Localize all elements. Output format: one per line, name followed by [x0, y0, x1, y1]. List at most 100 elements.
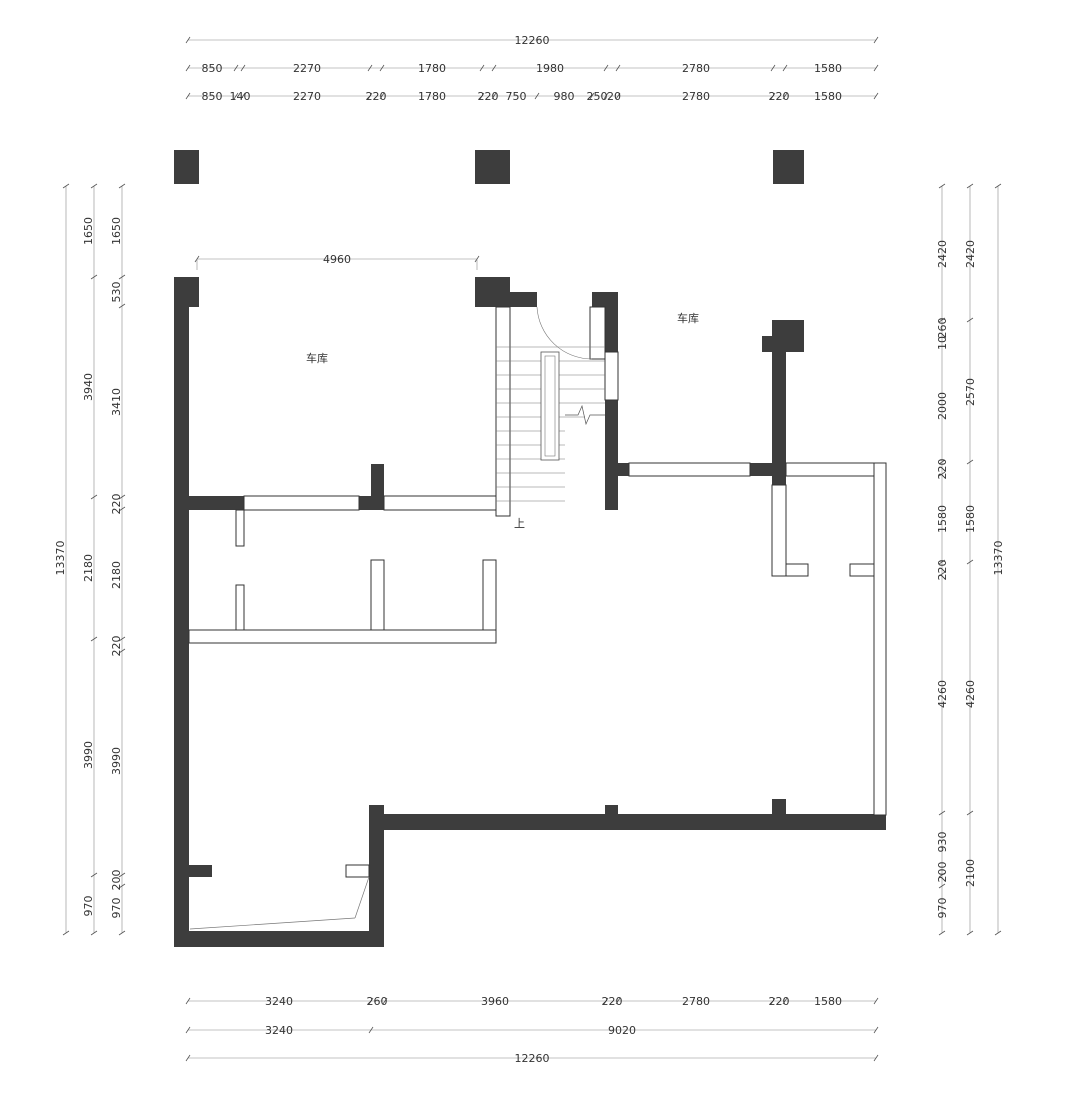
wall-small-stub	[189, 865, 212, 877]
dim-left-outer: 3990	[82, 741, 95, 769]
dim-left-outer: 2180	[82, 554, 95, 582]
partition-post	[370, 559, 385, 631]
wall-bottom-left	[174, 931, 384, 947]
bottom-dimensions: 3240 260 3960 220 2780 220 1580 3240 902…	[185, 995, 879, 1065]
dim-top-row3: 1580	[814, 90, 842, 103]
staircase: 上	[496, 306, 605, 530]
garage-width-dimension: 4960	[194, 253, 480, 270]
wall-stub	[772, 799, 786, 815]
dim-left-outer: 970	[82, 896, 95, 917]
dim-right-outer: 4260	[964, 680, 977, 708]
dim-top-row3: 20	[607, 90, 621, 103]
wall-right-pillar	[762, 336, 774, 352]
wall-left-top-stub	[174, 277, 199, 307]
dim-top-row3: 250	[587, 90, 608, 103]
dim-garage-width: 4960	[323, 253, 351, 266]
dim-top-row3: 2780	[682, 90, 710, 103]
inner-partition	[771, 484, 787, 577]
dim-left-inner: 2180	[110, 561, 123, 589]
dim-top-row3: 220	[366, 90, 387, 103]
bottom-left-stub	[345, 864, 370, 878]
dim-top-row3: 220	[478, 90, 499, 103]
dim-bottom-row1: 260	[367, 995, 388, 1008]
dim-bottom-row1: 3240	[265, 995, 293, 1008]
wall-garage-corner	[475, 277, 510, 307]
dim-right-inner: 220	[936, 560, 949, 581]
dim-bottom-row1: 2780	[682, 995, 710, 1008]
dim-left-inner: 3990	[110, 747, 123, 775]
dim-bottom-row1: 220	[602, 995, 623, 1008]
dim-left-inner: 220	[110, 636, 123, 657]
dim-left-inner: 220	[110, 494, 123, 515]
dim-right-outer: 2420	[964, 240, 977, 268]
inner-partition	[785, 563, 809, 577]
column	[475, 150, 510, 184]
dim-left-total: 13370	[54, 541, 67, 576]
dim-right-outer: 1580	[964, 505, 977, 533]
walls	[174, 277, 886, 947]
wall-partition	[371, 464, 384, 510]
column	[174, 150, 199, 184]
wall-bottom-main	[369, 814, 886, 830]
column	[773, 150, 804, 184]
top-right-wall	[785, 462, 887, 477]
dim-left-inner: 1650	[110, 217, 123, 245]
dim-bottom-row2: 9020	[608, 1024, 636, 1037]
dim-left-inner: 3410	[110, 388, 123, 416]
dim-left-outer: 3940	[82, 373, 95, 401]
dim-top-row3: 220	[769, 90, 790, 103]
wall-right-pillar	[772, 350, 786, 485]
inner-partition	[849, 563, 875, 577]
right-exterior-wall	[873, 462, 887, 816]
dim-left-inner: 200	[110, 870, 123, 891]
partition-post	[235, 584, 245, 631]
dim-right-inner: 930	[936, 832, 949, 853]
partition-horizontal	[188, 629, 497, 644]
dim-top-row2: 1980	[536, 62, 564, 75]
dim-right-inner: 10	[936, 336, 949, 350]
wall-stub	[605, 805, 618, 815]
dim-right-inner: 970	[936, 898, 949, 919]
dim-right-inner: 260	[936, 318, 949, 339]
dim-bottom-total: 12260	[515, 1052, 550, 1065]
dim-top-row2: 1580	[814, 62, 842, 75]
dim-top-row2: 2780	[682, 62, 710, 75]
dim-top-row3: 980	[554, 90, 575, 103]
wall-stair-right	[605, 400, 618, 510]
dim-left-inner: 530	[110, 282, 123, 303]
garage-lintel	[243, 495, 360, 511]
dim-left-inner: 970	[110, 898, 123, 919]
dim-top-row3: 750	[506, 90, 527, 103]
dim-right-outer: 2100	[964, 859, 977, 887]
wall-left-exterior	[174, 277, 189, 947]
dim-right-inner: 1580	[936, 505, 949, 533]
top-dimensions: 12260 850 2270 1780 1980 2780 1580 850 1…	[185, 34, 879, 103]
wall-partition	[189, 496, 244, 510]
dim-bottom-row2: 3240	[265, 1024, 293, 1037]
garage-right-wall	[495, 306, 511, 517]
wall-right-pillar	[772, 320, 804, 352]
wall-garage-corner	[510, 292, 537, 307]
columns	[174, 150, 804, 184]
left-dimensions: 13370 1650 3940 2180 3990 970 1650 530 3…	[54, 183, 126, 936]
stair-up-label: 上	[514, 517, 525, 530]
dim-top-row3: 1780	[418, 90, 446, 103]
dim-right-outer: 2570	[964, 378, 977, 406]
dim-right-inner: 2000	[936, 392, 949, 420]
dim-top-row2: 1780	[418, 62, 446, 75]
right-dimensions: 2420 260 10 2000 220 1580 220 4260 930 2…	[936, 183, 1005, 936]
dim-right-inner: 220	[936, 459, 949, 480]
stair-window	[604, 351, 619, 401]
dim-right-inner: 4260	[936, 680, 949, 708]
room-label-garage-left: 车库	[306, 351, 328, 365]
dim-top-row3: 140	[230, 90, 251, 103]
dim-top-total: 12260	[515, 34, 550, 47]
thin-walls	[188, 306, 887, 878]
wall-bottom-return	[369, 805, 384, 947]
dim-bottom-row1: 3960	[481, 995, 509, 1008]
dim-bottom-row1: 220	[769, 995, 790, 1008]
dim-right-inner: 2420	[936, 240, 949, 268]
dim-top-row2: 850	[202, 62, 223, 75]
wall-stair-right	[605, 463, 629, 476]
